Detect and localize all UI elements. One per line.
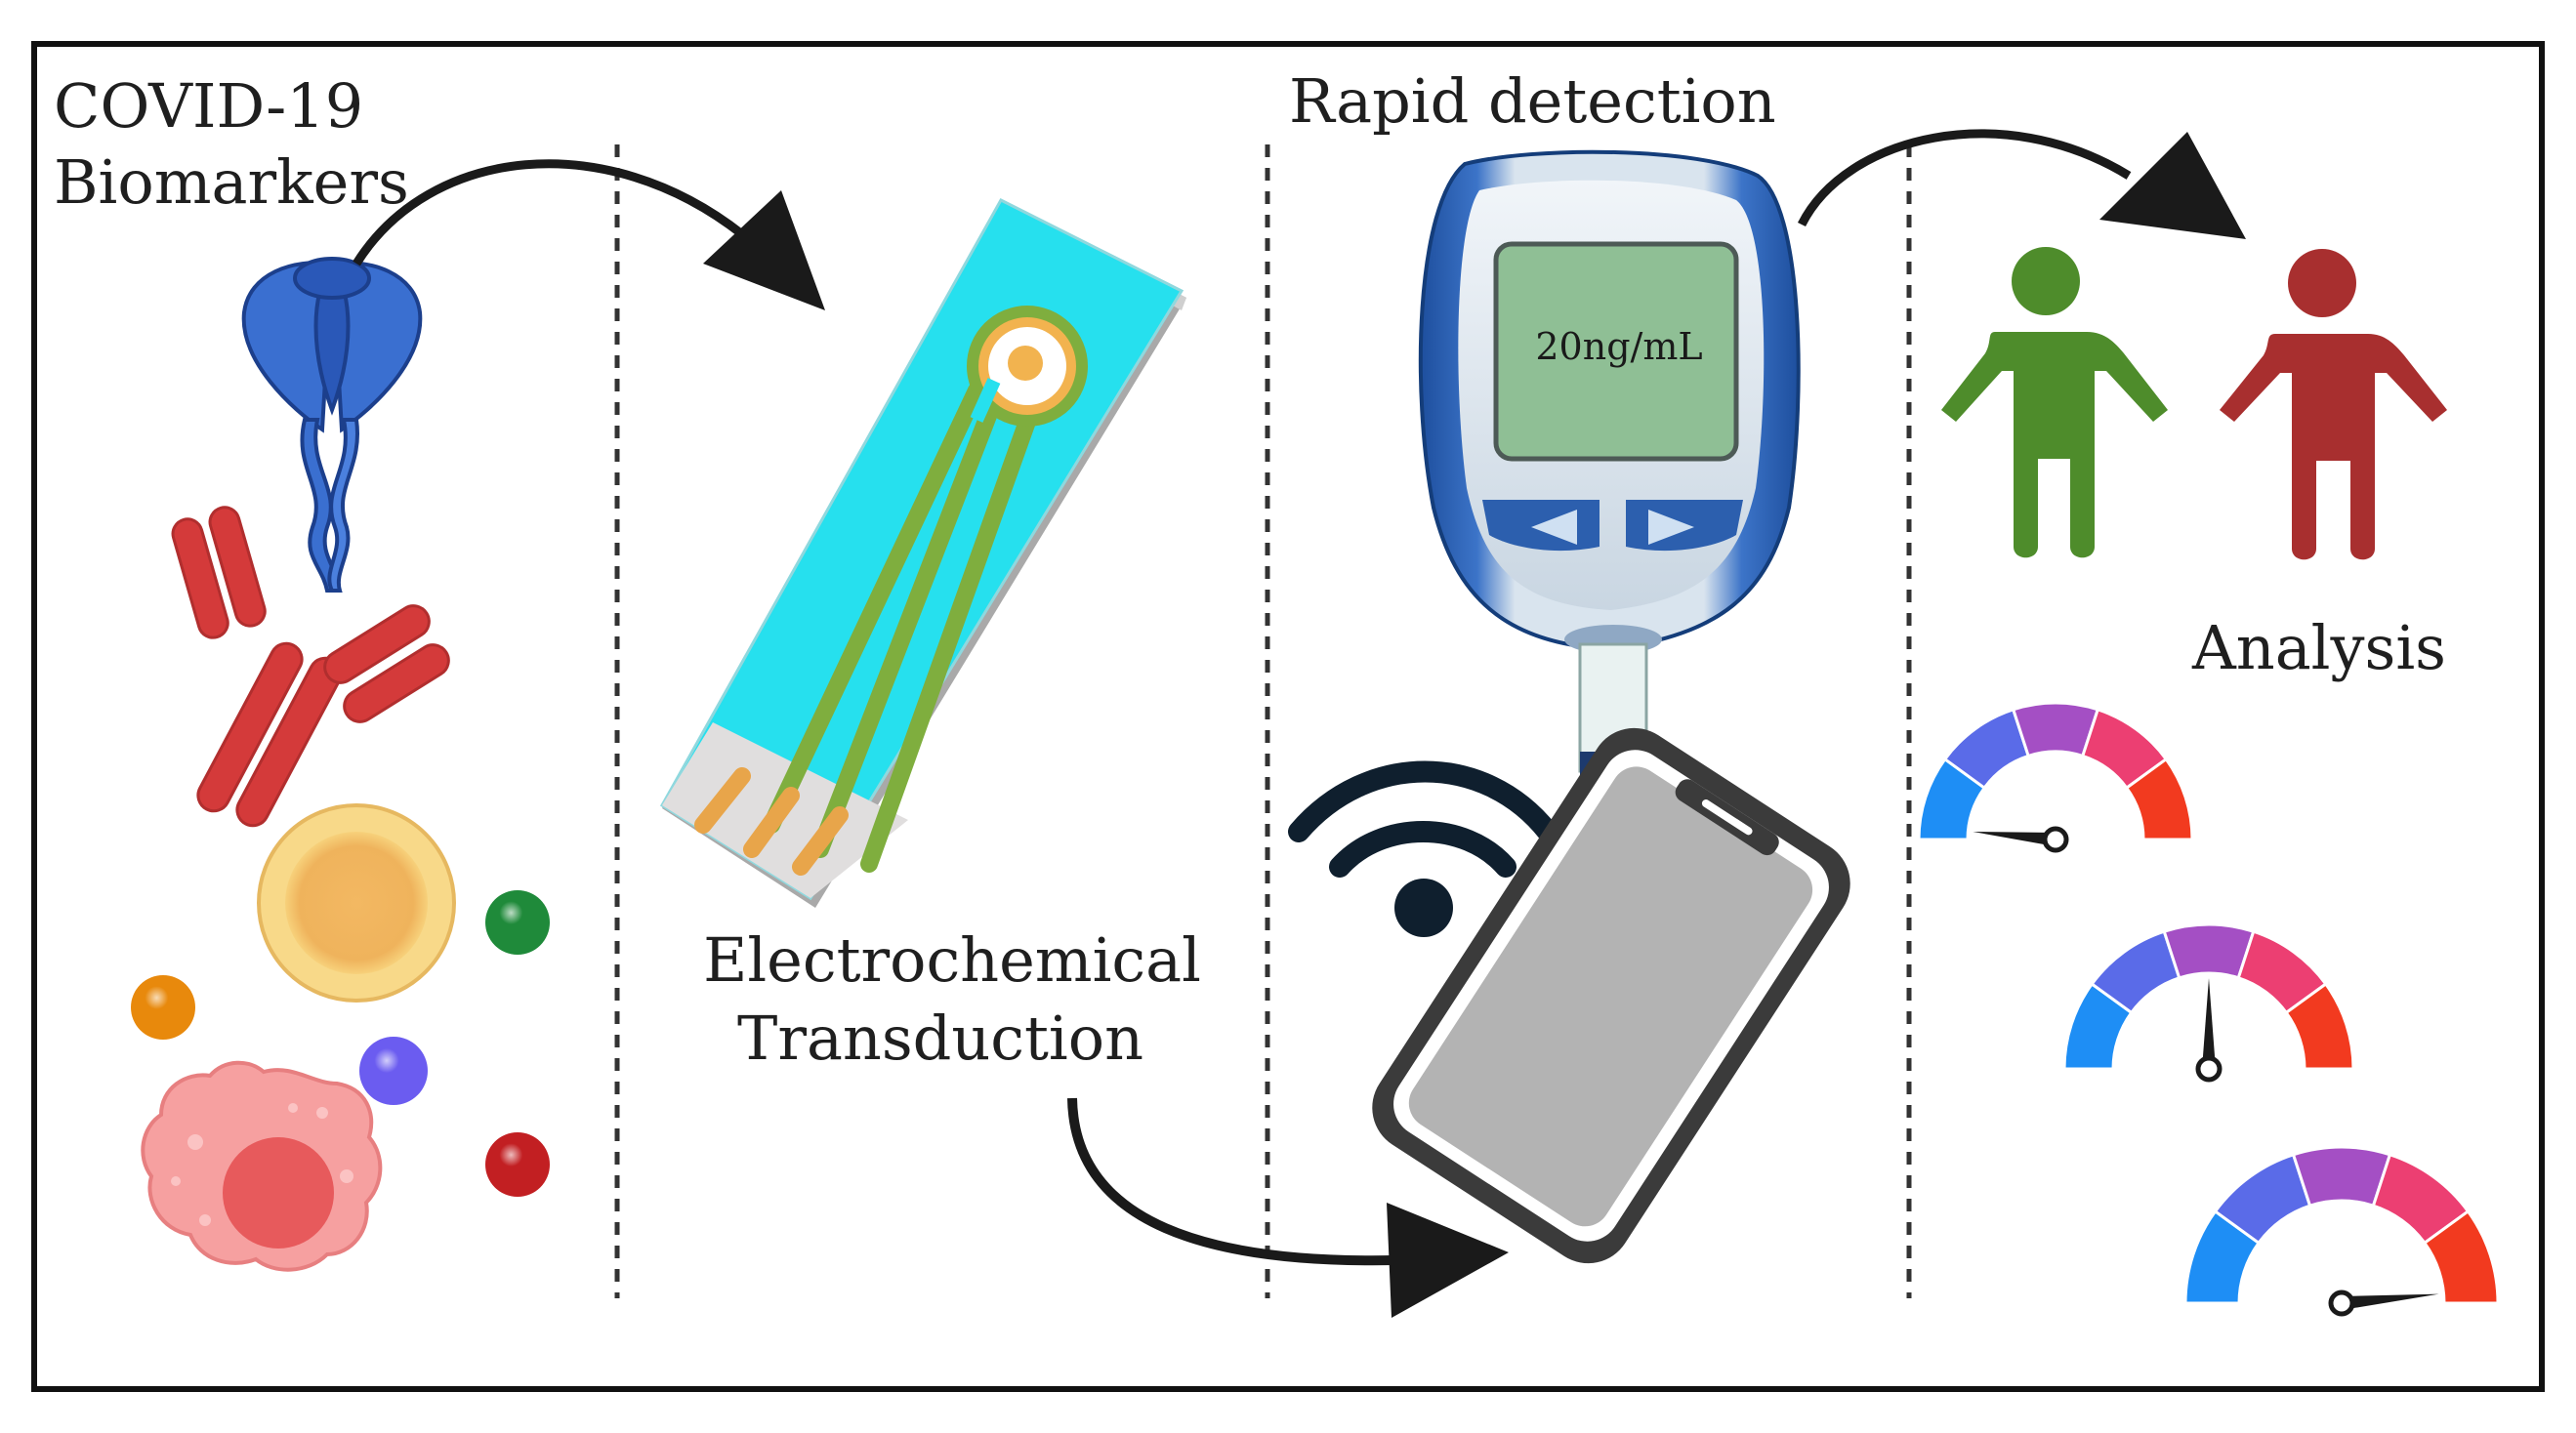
spike-protein-icon	[241, 257, 423, 593]
left-arrow-icon	[1531, 510, 1577, 545]
glucometer-device-icon	[1418, 149, 1801, 800]
right-arrow-icon	[1648, 510, 1694, 545]
gauge-hub	[2195, 1055, 2223, 1083]
rapid-detection-title: Rapid detection	[1289, 65, 1776, 137]
meter-screen	[1493, 241, 1739, 462]
arrow-to-smartphone	[1067, 1097, 1509, 1318]
panel-dividers	[614, 144, 1912, 1298]
biomarkers-title-line2: Biomarkers	[54, 146, 409, 218]
infected-person-icon	[2220, 249, 2447, 560]
gauge-hub	[2042, 826, 2069, 853]
biomarkers-title-line1: COVID-19	[54, 70, 363, 142]
healthy-person-icon	[1941, 247, 2168, 558]
smartphone-icon	[1372, 727, 1850, 1264]
gauge-segment	[2422, 1208, 2500, 1305]
arrow-to-electrode	[353, 159, 825, 310]
yellow-cell-icon	[257, 803, 456, 1003]
transduction-title-line1: Electrochemical	[703, 924, 1201, 996]
transduction-title-line2: Transduction	[737, 1003, 1143, 1074]
gauge-segment	[2284, 981, 2355, 1071]
gauge-needle	[2202, 978, 2216, 1069]
electrode-strip-icon	[659, 198, 1186, 908]
gauge-segment	[2124, 757, 2194, 841]
gauge-icon	[2183, 1145, 2500, 1317]
molecule-beads	[131, 890, 550, 1197]
arrow-to-analysis	[1797, 129, 2246, 239]
gauge-hub	[2328, 1290, 2355, 1317]
gauge-icon	[1917, 701, 2194, 853]
meter-readout: 20ng/mL	[1535, 325, 1702, 368]
gauge-needle	[1973, 832, 2057, 846]
cell-icon	[141, 1060, 383, 1272]
analysis-title: Analysis	[2191, 612, 2446, 683]
wifi-icon	[1288, 760, 1558, 937]
gauge-icon	[2062, 922, 2355, 1083]
gauge-needle	[2341, 1293, 2439, 1310]
antibody-icon	[171, 506, 450, 828]
gauge-group	[1917, 701, 2500, 1317]
diagram-border	[31, 41, 2545, 1392]
